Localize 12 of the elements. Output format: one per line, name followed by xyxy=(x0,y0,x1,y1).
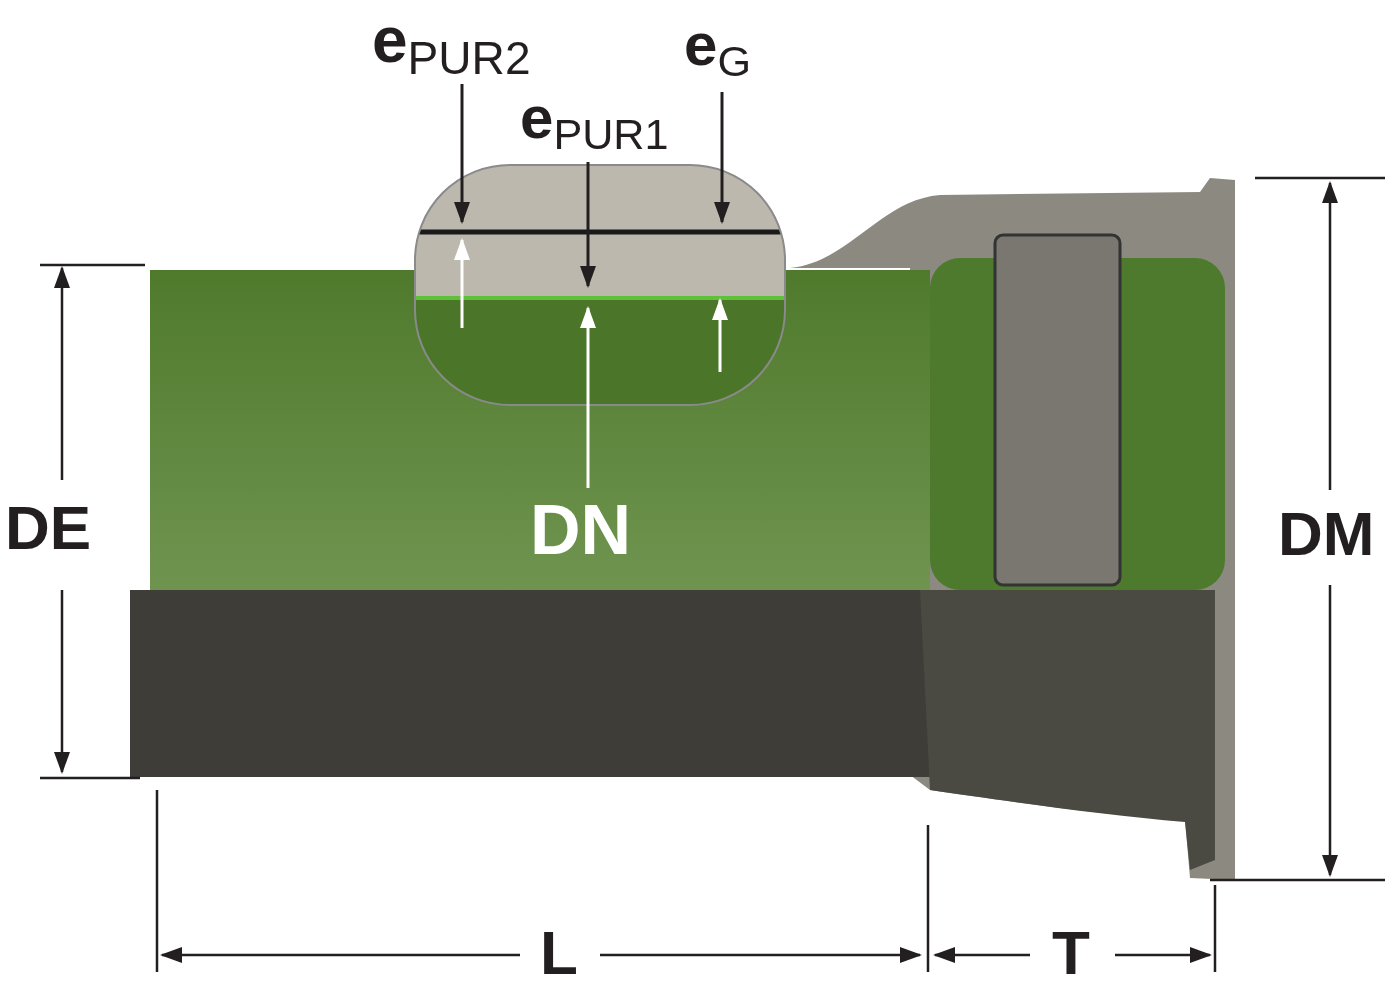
leader-arrow xyxy=(714,92,730,224)
leader-arrow xyxy=(580,162,596,288)
leader-arrow xyxy=(454,84,470,224)
dimension-label: DM xyxy=(1278,503,1375,565)
dimension-symbol: e$_{PUR1}$ xyxy=(520,88,669,156)
dimension-symbol: DN xyxy=(530,495,632,565)
dimension-label: L xyxy=(540,922,578,984)
dimension-symbol: e$_{G}$ xyxy=(684,15,751,83)
dimension-label: DE xyxy=(5,497,92,559)
dimension-label: T xyxy=(1052,922,1090,984)
leader-arrow xyxy=(580,306,596,488)
dimension-symbol: e$_{PUR2}$ xyxy=(372,8,531,81)
